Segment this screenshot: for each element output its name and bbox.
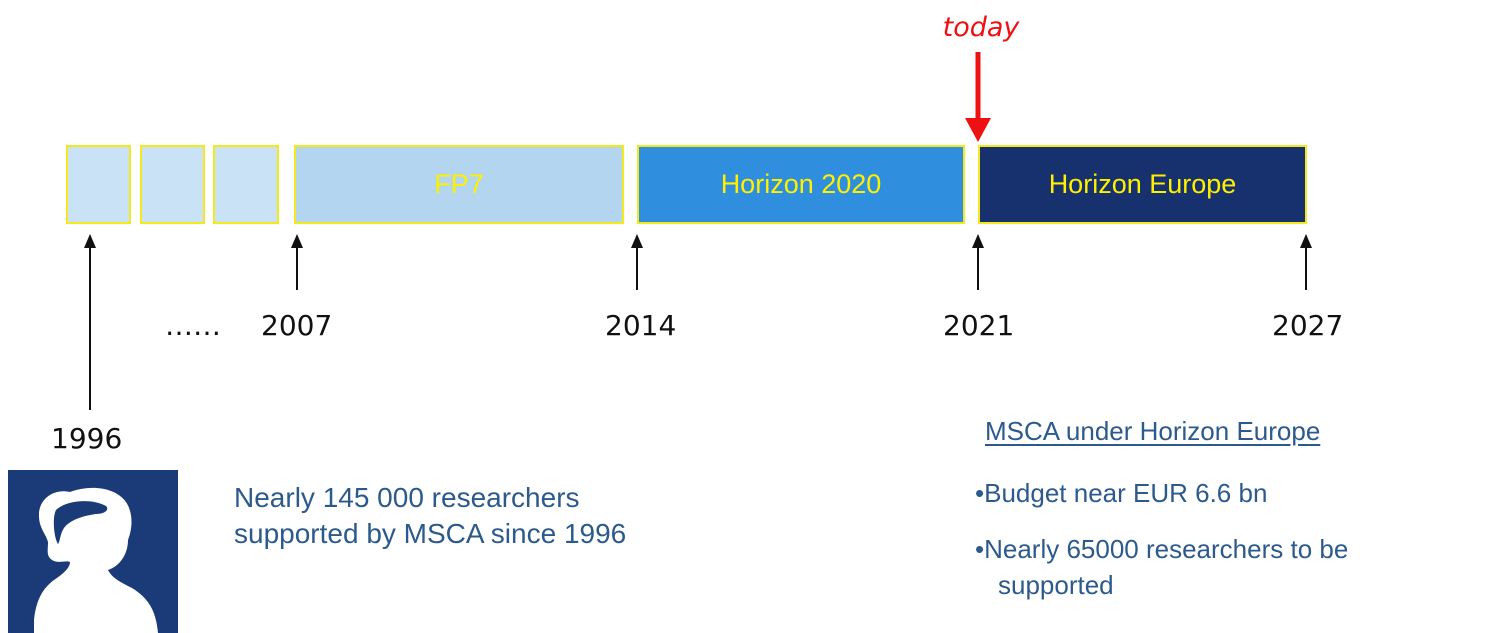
today-label: today: [942, 12, 1020, 43]
tick-arrow-2007-icon: [291, 234, 303, 290]
ellipsis: ……: [165, 309, 221, 342]
tick-arrow-2014-icon: [631, 234, 643, 290]
researchers-bullet-line-1: •Nearly 65000 researchers to be: [975, 534, 1349, 564]
year-2021: 2021: [943, 309, 1015, 342]
tick-arrow-2021-icon: [972, 234, 984, 290]
period-box-1: [66, 145, 131, 224]
year-1996: 1996: [51, 422, 123, 455]
period-box-2: [140, 145, 205, 224]
today-arrow-icon: [965, 52, 991, 142]
period-box-3: [213, 145, 279, 224]
msca-logo: [8, 470, 178, 633]
period-horizon-europe: Horizon Europe: [978, 145, 1307, 224]
year-2007: 2007: [261, 309, 333, 342]
year-2027: 2027: [1272, 309, 1344, 342]
marie-curie-silhouette-icon: [34, 487, 158, 633]
period-horizon-2020: Horizon 2020: [637, 145, 965, 224]
msca-horizon-europe-link[interactable]: MSCA under Horizon Europe: [985, 416, 1321, 446]
period-fp7: FP7: [294, 145, 624, 224]
tick-arrow-2027-icon: [1300, 234, 1312, 290]
year-2014: 2014: [605, 309, 677, 342]
tick-arrow-1996-icon: [84, 234, 96, 410]
researchers-supported-text: Nearly 145 000 researchers supported by …: [234, 480, 854, 552]
claim-line-1: Nearly 145 000 researchers: [234, 482, 580, 513]
researchers-bullet-line-2: supported: [998, 570, 1114, 600]
budget-bullet: •Budget near EUR 6.6 bn: [975, 478, 1268, 508]
claim-line-2: supported by MSCA since 1996: [234, 518, 627, 549]
